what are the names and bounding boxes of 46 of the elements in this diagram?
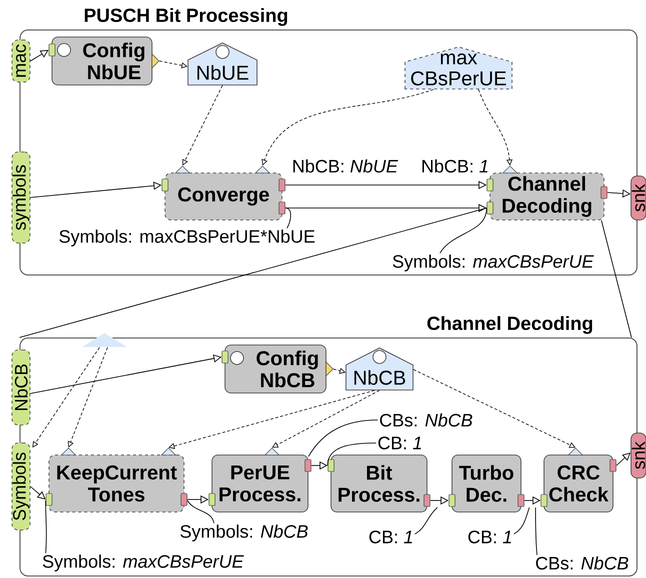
parameter-house: NbUE bbox=[188, 42, 258, 86]
annotation-text: Symbols: maxCBsPerUE*NbUE bbox=[59, 230, 315, 246]
process-block: KeepCurrent Tones bbox=[48, 454, 184, 512]
dashed-arrow bbox=[413, 369, 576, 448]
leader-line bbox=[514, 507, 530, 534]
process-block: Turbo Dec. bbox=[452, 454, 522, 512]
leader-line bbox=[440, 208, 487, 254]
annotation-text: CB: 1 bbox=[369, 530, 412, 544]
annotation-text: Symbols: NbCB bbox=[180, 524, 308, 542]
annotation-text: CB: 1 bbox=[378, 436, 421, 450]
leader-line bbox=[414, 507, 438, 534]
process-block: CRC Check bbox=[544, 454, 614, 512]
port-pill: NbCB bbox=[12, 350, 30, 426]
process-block: Bit Process. bbox=[330, 454, 428, 512]
annotation-text: Symbols: maxCBsPerUE bbox=[392, 254, 594, 272]
leader-line bbox=[308, 420, 378, 457]
leader-line bbox=[327, 442, 376, 466]
port-pill: Symbols bbox=[12, 442, 30, 530]
parameter-house: max CBsPerUE bbox=[404, 46, 512, 90]
annotation-text: Symbols: maxCBsPerUE bbox=[42, 554, 244, 572]
leader-line bbox=[45, 500, 47, 554]
port-pill: mac bbox=[12, 40, 30, 82]
group-title: Channel Decoding bbox=[427, 316, 592, 334]
leader-line bbox=[535, 507, 538, 556]
process-block: PerUE Process. bbox=[212, 454, 308, 512]
connector-line bbox=[601, 220, 632, 338]
config-block: Config NbCB bbox=[224, 344, 326, 394]
dashed-arrow bbox=[168, 390, 375, 449]
annotation-text: CBs: NbCB bbox=[380, 413, 472, 427]
process-block: Converge bbox=[164, 172, 282, 220]
flow-label: NbCB: 1 bbox=[422, 159, 488, 173]
connector-line bbox=[19, 208, 487, 338]
sink-pill: snk bbox=[630, 176, 646, 220]
annotation-text: CBs: NbCB bbox=[536, 556, 628, 570]
group-title: PUSCH Bit Processing bbox=[84, 8, 288, 26]
port-pill: symbols bbox=[12, 152, 30, 244]
leader-line bbox=[285, 208, 292, 229]
annotation-text: CB: 1 bbox=[468, 530, 511, 544]
sink-pill: snk bbox=[630, 432, 646, 478]
config-block: Config NbUE bbox=[52, 36, 152, 86]
parameter-house: NbCB bbox=[346, 348, 414, 390]
flow-label: NbCB: NbUE bbox=[293, 159, 398, 173]
leader-line bbox=[187, 500, 214, 524]
process-block: Channel Decoding bbox=[490, 172, 604, 220]
dashed-arrow bbox=[272, 390, 380, 448]
parameter-triangle bbox=[82, 333, 127, 347]
